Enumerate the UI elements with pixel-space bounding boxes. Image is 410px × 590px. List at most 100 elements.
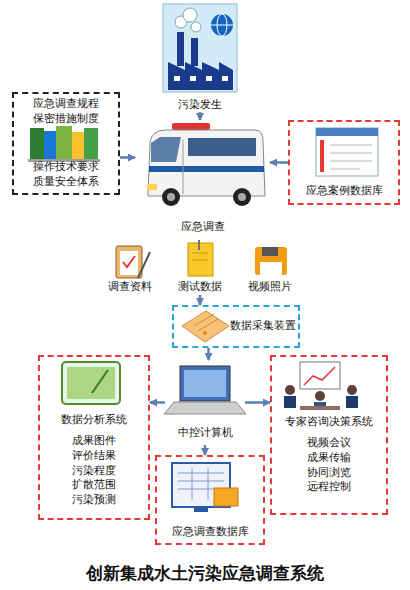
database-window-icon-part — [330, 153, 372, 154]
clipboard-icon-part — [120, 251, 138, 275]
flow-arrow — [150, 401, 165, 404]
floppy-icon-part — [260, 262, 282, 275]
tablet-icon-part — [92, 370, 108, 393]
acquisition-device-icon — [182, 311, 229, 342]
database-screen-icon-part — [208, 468, 209, 500]
meeting-icon-part — [304, 367, 335, 385]
factory-icon-part — [163, 4, 237, 92]
database-screen-icon-part — [214, 488, 238, 506]
acquisition-device-icon-part — [182, 311, 229, 342]
flow-arrow — [199, 112, 202, 120]
event-node: 污染发生 — [150, 2, 250, 112]
node-label: 应急调查规程 保密措施制度 — [28, 97, 105, 127]
books-icon-part — [56, 126, 72, 160]
node-label: 测试数据 — [178, 280, 222, 295]
flow-arrow — [204, 445, 207, 455]
analysis-system-box: 数据分析系统成果图件 评价结果 污染程度 扩散范围 污染预测 — [38, 355, 150, 520]
laptop-icon-part — [184, 370, 226, 397]
factory-icon-part — [183, 8, 197, 22]
van-icon-part — [233, 188, 251, 206]
node-label: 调查资料 — [108, 280, 152, 295]
tablet-icon-part — [62, 362, 120, 404]
meeting-icon — [284, 362, 358, 410]
laptop-icon-part — [180, 366, 230, 401]
acquisition-box: 数据采集装置 — [172, 305, 300, 348]
laptop-icon-part — [164, 402, 246, 414]
database-window-icon-part — [316, 128, 378, 136]
node-label: 专家咨询决策系统 — [285, 415, 373, 430]
books-icon-part — [84, 128, 98, 160]
folder-icon-part — [198, 240, 200, 250]
node-label: 应急调查数据库 — [172, 525, 249, 540]
folder-icon-part — [192, 253, 208, 254]
node-label: 应急案例数据库 — [306, 184, 383, 199]
case-database-box: 应急案例数据库 — [288, 120, 400, 205]
database-window-icon — [316, 128, 378, 176]
van-icon-part — [167, 193, 175, 201]
expert-system-box: 专家咨询决策系统视频会议 成果传输 协同浏览 远程控制 — [270, 355, 388, 515]
floppy-icon-part — [262, 247, 278, 256]
acquisition-device-icon-part — [203, 331, 207, 335]
books-icon-part — [72, 132, 84, 160]
factory-icon — [163, 4, 237, 92]
acquisition-device-icon-part — [194, 314, 214, 326]
books-icon-part — [44, 131, 56, 160]
data-item: 调查资料 — [105, 240, 155, 295]
survey-vehicle-node: 应急调查 — [135, 120, 270, 235]
meeting-icon-part — [346, 396, 358, 408]
database-screen-icon — [172, 463, 238, 512]
database-screen-icon-part — [194, 507, 208, 512]
folder-icon-part — [188, 243, 213, 276]
van-icon-part — [188, 138, 256, 156]
factory-icon-part — [174, 76, 180, 81]
flow-arrow — [270, 161, 288, 164]
database-screen-icon-part — [178, 473, 224, 474]
meeting-icon-part — [300, 362, 340, 389]
van-icon-part — [162, 188, 180, 206]
van-icon-part — [238, 193, 246, 201]
database-window-icon-part — [330, 161, 372, 162]
control-computer-node: 中控计算机 — [165, 360, 245, 445]
factory-icon-part — [177, 32, 184, 66]
database-window-icon-part — [316, 128, 378, 176]
factory-icon-part — [168, 62, 233, 90]
meeting-icon-part — [285, 385, 295, 395]
factory-icon-part — [191, 22, 201, 32]
data-item: 测试数据 — [175, 240, 225, 295]
flow-arrow — [120, 156, 135, 159]
tablet-icon-part — [67, 367, 115, 399]
factory-icon-part — [222, 76, 228, 81]
laptop-icon — [164, 366, 246, 414]
meeting-icon-part — [347, 385, 357, 395]
node-label: 应急调查 — [181, 220, 225, 235]
clipboard-icon-part — [116, 246, 142, 278]
books-icon — [28, 126, 100, 162]
van-icon-part — [148, 130, 265, 196]
node-body: 操作技术要求 质量安全体系 — [28, 160, 105, 190]
floppy-icon — [255, 247, 287, 275]
rules-box: 应急调查规程 保密措施制度操作技术要求 质量安全体系 — [12, 92, 120, 195]
database-window-icon-part — [330, 145, 372, 146]
factory-icon-part — [206, 76, 212, 81]
node-label: 中控计算机 — [178, 426, 233, 441]
database-screen-icon-part — [178, 481, 224, 482]
van-icon-part — [172, 123, 210, 130]
tablet-icon — [62, 362, 120, 404]
flow-arrow — [199, 295, 202, 305]
clipboard-icon-part — [123, 256, 135, 267]
clipboard-icon — [116, 246, 150, 278]
folder-icon-part — [192, 260, 208, 261]
meeting-icon-part — [300, 406, 340, 410]
node-label: 数据分析系统 — [61, 413, 127, 428]
factory-icon-part — [190, 76, 196, 81]
van-icon-part — [183, 140, 184, 194]
node-body: 视频会议 成果传输 协同浏览 远程控制 — [304, 436, 354, 495]
node-body: 成果图件 评价结果 污染程度 扩散范围 污染预测 — [69, 434, 119, 508]
survey-database-box: 应急调查数据库 — [155, 455, 265, 545]
books-icon-part — [30, 128, 44, 160]
van-icon — [147, 123, 265, 206]
